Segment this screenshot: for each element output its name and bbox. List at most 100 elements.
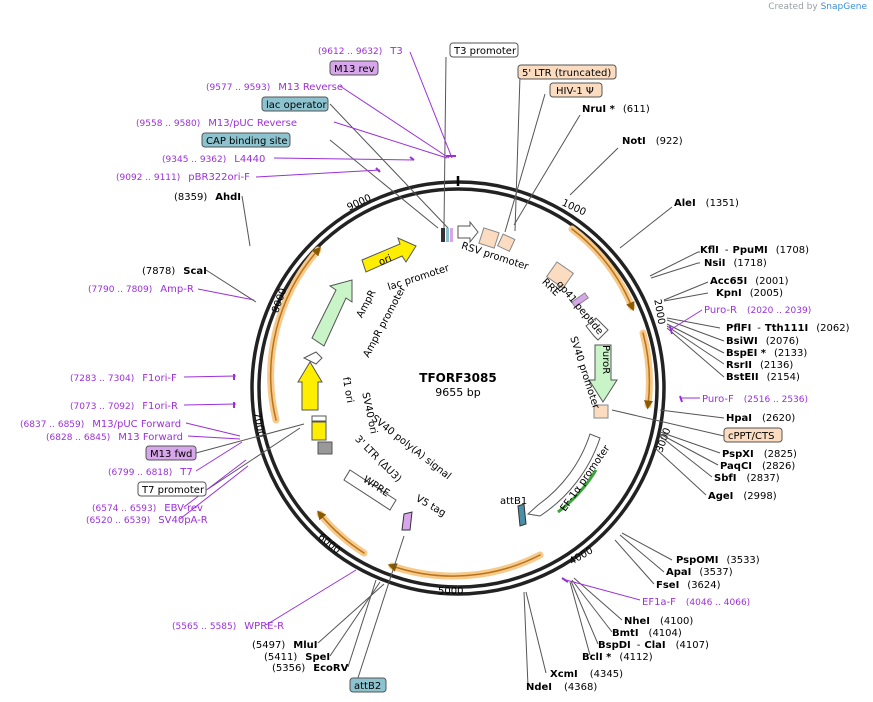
enzyme-bspdi[interactable]: BspDI-ClaI(4107) <box>598 640 709 651</box>
attb2-box[interactable]: attB2 <box>349 677 387 693</box>
primer-name: M13/pUC Reverse <box>208 118 297 129</box>
primer-range: (2020 .. 2039) <box>747 306 811 316</box>
primer-name: EF1a-F <box>642 597 676 608</box>
enzyme-ecorv[interactable]: (5356)EcoRV <box>272 663 349 674</box>
primer-m13-forward[interactable]: (6828 .. 6845)M13 Forward <box>46 432 183 443</box>
enzyme-nrui[interactable]: NruI *(611) <box>582 104 650 115</box>
enzyme-hpai[interactable]: HpaI(2620) <box>726 413 795 424</box>
enzyme-name-2: Tth111I <box>765 323 808 334</box>
enzyme-pos: (2133) <box>774 348 807 359</box>
enzyme-paqci[interactable]: PaqCI(2826) <box>720 461 795 472</box>
enzyme-name: KpnI <box>716 288 742 299</box>
hiv-psi-label-box[interactable]: HIV-1 Ψ <box>549 82 603 98</box>
enzyme-xcmi[interactable]: XcmI(4345) <box>550 669 623 680</box>
v5-tag-mark <box>401 511 413 531</box>
ltr5-label-box[interactable]: 5' LTR (truncated) <box>517 64 617 80</box>
enzyme-ahdi[interactable]: (8359)AhdI <box>174 192 241 203</box>
enzyme-pos: (2005) <box>750 288 783 299</box>
primer-range: (6837 .. 6859) <box>20 420 84 430</box>
enzyme-name: XcmI <box>550 669 578 680</box>
enzyme-pos: (4107) <box>676 640 709 651</box>
enzyme-bsiwi[interactable]: BsiWI(2076) <box>726 336 799 347</box>
enzyme-kpni[interactable]: KpnI (2005) <box>716 288 783 299</box>
primer-range: (9345 .. 9362) <box>162 155 226 165</box>
enzyme-pos: (1351) <box>706 198 739 209</box>
primer-range: (4046 .. 4066) <box>686 598 750 608</box>
orf-arc-3 <box>388 551 544 580</box>
ampr-arrow <box>311 279 353 347</box>
primer-t7[interactable]: (6799 .. 6818)T7 <box>108 467 193 478</box>
primer-amp-r[interactable]: (7790 .. 7809)Amp-R <box>88 284 194 295</box>
enzyme-nhei[interactable]: NheI(4100) <box>624 616 693 627</box>
ori-arrow <box>361 237 417 273</box>
enzyme-pflfi[interactable]: PflFI-Tth111I(2062) <box>726 323 850 334</box>
primer-sv40pa-r[interactable]: (6520 .. 6539) SV40pA-R <box>86 515 208 526</box>
enzyme-spei[interactable]: (5411)SpeI <box>264 652 330 663</box>
enzyme-pspomi[interactable]: PspOMI(3533) <box>676 555 760 566</box>
cap-binding-label: CAP binding site <box>206 136 288 147</box>
enzyme-name: PaqCI <box>720 461 752 472</box>
cap-binding-box[interactable]: CAP binding site <box>201 132 291 148</box>
cppt-label-box[interactable]: cPPT/CTS <box>723 427 783 443</box>
primer-pbr322ori[interactable]: (9092 .. 9111)pBR322ori-F <box>116 172 250 183</box>
primer-ebv-rev[interactable]: (6574 .. 6593)EBV-rev <box>92 503 203 514</box>
primer-t3[interactable]: (9612 .. 9632)T3 <box>318 46 403 57</box>
enzyme-bspei[interactable]: BspEI *(2133) <box>726 348 807 359</box>
tick-2000: 2000 <box>651 298 666 325</box>
enzyme-alei[interactable]: AleI(1351) <box>674 198 739 209</box>
primer-name: M13 Forward <box>118 432 183 443</box>
primer-f1ori-f[interactable]: (7283 .. 7304)F1ori-F <box>70 373 177 384</box>
enzyme-ndei[interactable]: NdeI(4368) <box>526 682 597 693</box>
primer-m13puc-reverse[interactable]: (9558 .. 9580)M13/pUC Reverse <box>136 118 297 129</box>
enzyme-name: AgeI <box>708 491 733 502</box>
enzyme-agei[interactable]: AgeI(2998) <box>708 491 777 502</box>
lac-operator-box[interactable]: lac operator <box>261 96 329 112</box>
plasmid-size: 9655 bp <box>435 386 480 399</box>
ampr-label: AmpR <box>355 288 379 320</box>
enzyme-pspxi[interactable]: PspXI(2825) <box>722 449 797 460</box>
primer-l4440[interactable]: (9345 .. 9362)L4440 <box>162 154 265 165</box>
enzyme-fsei[interactable]: FseI(3624) <box>656 580 721 591</box>
t3-promoter-box[interactable]: T3 promoter <box>449 42 519 58</box>
primer-name: Puro-R <box>704 305 737 316</box>
enzyme-kfli[interactable]: KflI-PpuMI(1708) <box>700 245 809 256</box>
enzyme-acc65i[interactable]: Acc65I(2001) <box>710 276 789 287</box>
primer-name: F1ori-F <box>142 373 177 384</box>
m13-rev-box[interactable]: M13 rev <box>329 60 379 76</box>
primer-m13puc-forward[interactable]: (6837 .. 6859) M13/pUC Forward <box>20 419 181 430</box>
enzyme-sbfi[interactable]: SbfI(2837) <box>714 473 780 484</box>
primer-name: SV40pA-R <box>158 515 207 526</box>
enzyme-bsteii[interactable]: BstEII(2154) <box>726 372 800 383</box>
enzyme-sep: - <box>757 323 761 334</box>
enzyme-bcli[interactable]: BclI *(4112) <box>582 652 653 663</box>
enzyme-scai[interactable]: (7878)ScaI <box>142 266 207 277</box>
primer-f1ori-r[interactable]: (7073 .. 7092)F1ori-R <box>70 401 178 412</box>
m13-fwd-box[interactable]: M13 fwd <box>145 445 197 461</box>
primer-range: (6520 .. 6539) <box>86 516 150 526</box>
f1-ori-arrow <box>297 361 323 411</box>
primer-name: M13/pUC Forward <box>92 419 181 430</box>
enzyme-name: NsiI <box>704 258 725 269</box>
enzyme-noti[interactable]: NotI(922) <box>622 136 683 147</box>
enzyme-rsrii[interactable]: RsrII(2136) <box>726 360 793 371</box>
orf-arc-3-core <box>387 554 541 577</box>
t7-promoter-label: T7 promoter <box>141 485 205 496</box>
primer-puro-f[interactable]: Puro-F(2516 .. 2536) <box>702 394 808 405</box>
ltr5-label: 5' LTR (truncated) <box>522 68 611 79</box>
enzyme-bmti[interactable]: BmtI(4104) <box>612 628 682 639</box>
primer-puro-r[interactable]: Puro-R (2020 .. 2039) <box>704 305 811 316</box>
enzyme-apai[interactable]: ApaI(3537) <box>666 567 733 578</box>
orf-arcs <box>267 225 654 580</box>
ampr-promoter-arrow <box>302 351 323 365</box>
t7-promoter-box[interactable]: T7 promoter <box>137 481 207 497</box>
primer-ef1a-f[interactable]: EF1a-F (4046 .. 4066) <box>642 597 750 608</box>
enzyme-mlui[interactable]: (5497)MluI <box>252 640 317 651</box>
enzyme-sep: - <box>637 640 641 651</box>
enzyme-nsii[interactable]: NsiI(1718) <box>704 258 767 269</box>
enzyme-name: Acc65I <box>710 276 747 287</box>
primer-wpre-r[interactable]: (5565 .. 5585)WPRE-R <box>172 621 284 632</box>
primer-m13-reverse[interactable]: (9577 .. 9593)M13 Reverse <box>206 82 343 93</box>
gp41-box <box>571 292 589 308</box>
m13-rev-label: M13 rev <box>334 64 375 75</box>
orf-arc-1-core <box>571 228 635 312</box>
